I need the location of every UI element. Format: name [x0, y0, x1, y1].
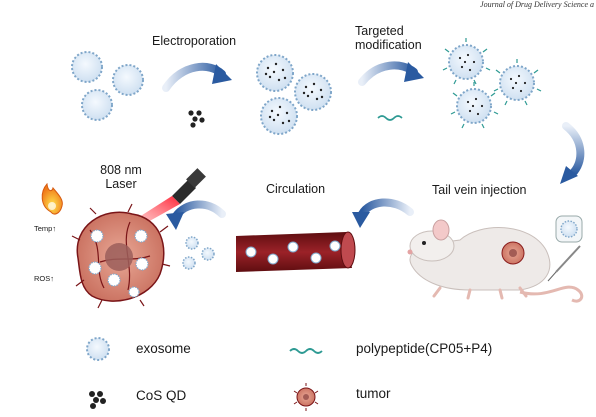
mouse-illustration: [407, 219, 584, 303]
polypeptide-icon: [377, 115, 403, 121]
modified-exosome-icon: [442, 38, 491, 85]
label-targeted-modification: Targeted modification: [355, 24, 435, 52]
injection-inset-exosome: [555, 215, 583, 243]
arrow-to-circulation: [352, 198, 414, 228]
mouse-tumor-icon: [501, 241, 525, 265]
exosome-group-modified: [442, 38, 542, 129]
label-tail-vein-injection: Tail vein injection: [432, 183, 527, 197]
cos-qd-icon: [188, 110, 205, 128]
label-electroporation: Electroporation: [152, 34, 237, 48]
exosome-icon: [71, 51, 103, 83]
label-circulation: Circulation: [266, 182, 326, 196]
label-targeted-line2: modification: [355, 38, 422, 52]
legend-polypeptide-label: polypeptide(CP05+P4): [356, 341, 493, 356]
label-temp: Temp↑: [34, 224, 57, 233]
modified-exosome-icon: [493, 59, 542, 106]
exosome-icon: [81, 89, 113, 121]
arrow-to-tumor: [166, 200, 226, 230]
label-laser-line1: 808 nm: [100, 163, 142, 177]
legend-cos-qd-icon: [89, 391, 106, 409]
exosome-group-loaded: [256, 54, 332, 135]
loaded-exosome-icon: [294, 73, 332, 111]
legend-exosome-icon: [86, 337, 110, 361]
legend-exosome-label: exosome: [136, 341, 191, 356]
loaded-exosome-icon: [256, 54, 294, 92]
label-laser: 808 nm Laser: [94, 163, 148, 191]
journal-header: Journal of Drug Delivery Science a: [480, 0, 594, 9]
legend-tumor-icon: [293, 383, 319, 411]
arrow-targeted-modification: [358, 61, 424, 86]
blood-vessel-icon: [236, 231, 356, 272]
heat-flame-icon: [41, 182, 63, 215]
label-ros: ROS↑: [34, 274, 55, 283]
exosome-group-plain: [71, 51, 144, 121]
label-targeted-line1: Targeted: [355, 24, 404, 38]
syringe-icon: [547, 245, 581, 282]
modified-exosome-icon: [450, 82, 499, 129]
arrow-to-injection: [560, 122, 585, 184]
legend-cos-qd-label: CoS QD: [136, 388, 187, 403]
tumor-mass-illustration: [71, 203, 171, 309]
circulating-exosomes: [182, 236, 215, 270]
loaded-exosome-icon: [260, 97, 298, 135]
arrow-electroporation: [162, 62, 232, 92]
exosome-icon: [112, 64, 144, 96]
legend-tumor-label: tumor: [356, 386, 391, 401]
label-laser-line2: Laser: [105, 177, 137, 191]
legend-polypeptide-icon: [289, 348, 323, 354]
